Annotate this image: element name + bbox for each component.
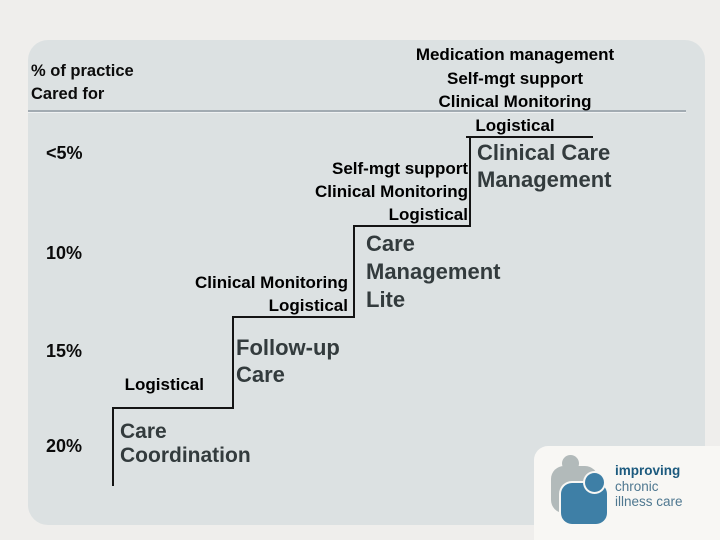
slide-card [28,40,705,525]
step-3-tread-line [232,316,355,318]
step-2-name-line: Management [366,259,501,284]
step-3-name-line: Follow-up [236,335,340,360]
logo-text: improving chronic illness care [615,463,683,510]
step-4-name-line: Care [120,420,167,443]
step-3-name-line: Care [236,362,285,387]
logo-panel: improving chronic illness care [534,446,720,540]
step-4-riser-line [112,407,114,486]
blue-person-head-icon [585,473,604,492]
step-4-name-line: Coordination [120,443,251,467]
step-3-services: Logistical [54,374,204,396]
step-2-name-line: Care [366,231,415,256]
step-1-name: Clinical Care Management [477,139,611,193]
percent-label: 10% [46,243,83,263]
step-2-tread-line [353,225,471,227]
service-label: Logistical [124,375,204,394]
logo-subtitle-line1: chronic [615,478,659,494]
axis-title: % of practice Cared for [31,60,134,106]
step-1-services: Self-mgt support Clinical Monitoring Log… [268,157,468,226]
icic-logo-icon [534,446,614,540]
step-3-riser-line [232,316,234,409]
step-2-name: Care Management Lite [366,230,500,314]
step-1-riser-line [469,136,471,227]
header-service-label: Medication management [415,45,615,64]
step-1-tread-line [466,136,593,138]
step-3-name: Follow-up Care [236,334,340,388]
logo-subtitle-line2: illness care [615,494,683,509]
service-label: Logistical [388,205,468,224]
step-2-name-line: Lite [366,287,406,312]
percent-label: 15% [46,341,83,361]
step-1-name-line: Management [477,167,612,192]
divider-line [28,110,686,112]
header-service-label: Self-mgt support [447,68,583,88]
percent-label: <5% [46,143,83,163]
service-label: Clinical Monitoring [315,182,468,201]
percent-label: 20% [46,436,83,456]
logo-title: improving [615,463,681,478]
step-2-riser-line [353,225,355,318]
step-2-services: Clinical Monitoring Logistical [148,272,348,317]
axis-title-line2: Cared for [31,85,105,103]
step-4-name: Care Coordination [120,420,251,467]
service-label: Self-mgt support [332,159,468,178]
step-1-name-line: Clinical Care [477,140,611,165]
axis-title-line1: % of practice [31,62,134,80]
step-4-tread-line [112,407,234,409]
header-service-label: Clinical Monitoring [438,92,592,111]
header-service-label: Logistical [475,115,555,135]
header-service-stack: Medication management Self-mgt support C… [325,43,705,137]
service-label: Logistical [268,295,348,315]
service-label: Clinical Monitoring [195,273,348,292]
